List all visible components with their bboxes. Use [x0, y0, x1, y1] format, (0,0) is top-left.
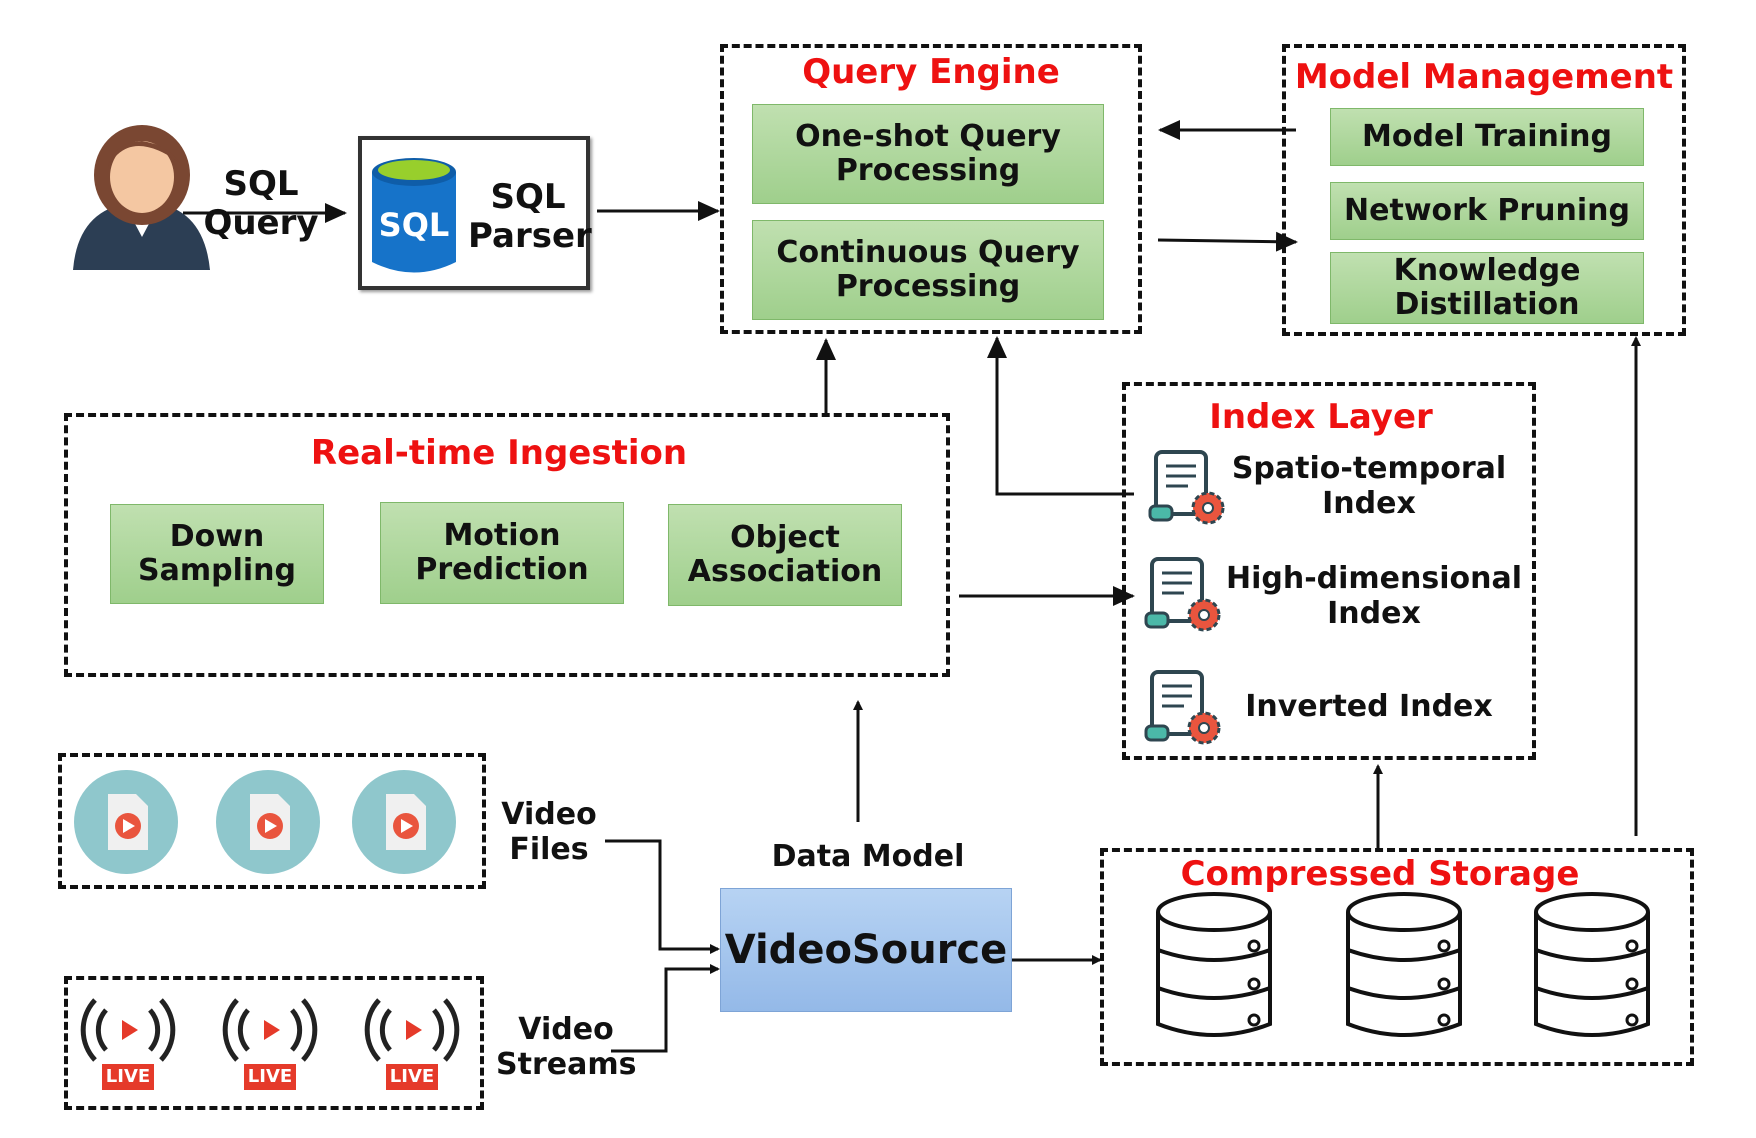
- query-engine-title: Query Engine: [802, 52, 1060, 92]
- live-badge: LIVE: [389, 1066, 435, 1087]
- ingestion-title: Real-time Ingestion: [310, 433, 688, 473]
- video-streams-group: [64, 976, 484, 1110]
- model-training-box: Model Training: [1330, 108, 1644, 166]
- video-streams-label: Video Streams: [496, 1012, 637, 1082]
- videosource-label: VideoSource: [724, 927, 1008, 973]
- arrow-streams-to-videosource: [611, 964, 720, 1053]
- knowledge-distillation-box: Knowledge Distillation: [1330, 252, 1644, 324]
- videosource-box: VideoSource: [720, 888, 1012, 1012]
- high-dimensional-index-label: High-dimensional Index: [1225, 561, 1523, 631]
- inverted-index-label: Inverted Index: [1245, 689, 1493, 724]
- sql-query-label: SQL Query: [203, 164, 319, 244]
- data-model-caption: Data Model: [771, 839, 965, 874]
- arrow-index-to-query-engine: [987, 336, 1134, 496]
- sql-parser-label: SQL Parser: [468, 177, 592, 257]
- continuous-query-box: Continuous Query Processing: [752, 220, 1104, 320]
- one-shot-query-box: One-shot Query Processing: [752, 104, 1104, 204]
- motion-prediction-box: Motion Prediction: [380, 502, 624, 604]
- video-files-label: Video Files: [501, 797, 597, 867]
- network-pruning-box: Network Pruning: [1330, 182, 1644, 240]
- sql-icon-text: SQL: [378, 206, 450, 244]
- arrow-files-to-videosource: [605, 839, 720, 954]
- spatio-temporal-index-label: Spatio-temporal Index: [1231, 451, 1507, 521]
- video-files-group: [58, 753, 486, 889]
- arrow-query-engine-to-model: [1157, 231, 1298, 252]
- live-badge: LIVE: [105, 1066, 151, 1087]
- query-engine-group: [720, 44, 1142, 334]
- live-badge: LIVE: [247, 1066, 293, 1087]
- compressed-storage-title: Compressed Storage: [1180, 854, 1580, 894]
- compressed-storage-group: [1100, 848, 1694, 1066]
- index-layer-title: Index Layer: [1209, 397, 1433, 437]
- model-management-title: Model Management: [1294, 57, 1674, 97]
- index-layer-group: [1122, 382, 1536, 760]
- model-management-group: [1282, 44, 1686, 336]
- object-association-box: Object Association: [668, 504, 902, 606]
- ingestion-group: [64, 413, 950, 677]
- down-sampling-box: Down Sampling: [110, 504, 324, 604]
